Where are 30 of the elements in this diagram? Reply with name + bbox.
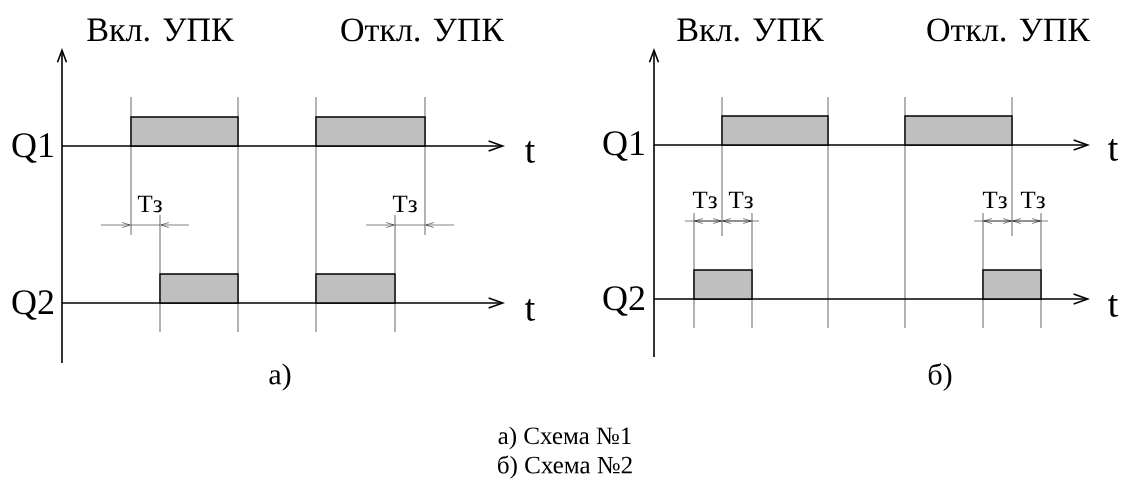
panel-label: б) [928,363,952,391]
pulse [904,115,1013,146]
pulse [721,115,829,146]
delay-label: Тз [982,191,1007,209]
caption-line: б) Схема №2 [498,455,632,479]
delay-label: Тз [728,191,753,209]
signal-label: Q1 [12,133,53,163]
signal-label: Q1 [603,131,644,161]
event-label: Вкл. УПК [87,18,234,42]
delay-label: Тз [692,191,717,209]
event-label: Откл. УПК [927,18,1091,42]
delay-label: Тз [392,195,417,213]
signal-label: Q2 [603,286,644,316]
panel-label: а) [269,363,291,391]
event-label: Вкл. УПК [677,18,824,42]
pulse [315,116,426,147]
axis-label: t [525,299,536,321]
pulse [982,269,1042,300]
axis-label: t [1108,139,1119,161]
pulse [130,116,239,147]
caption-line: а) Схема №1 [498,426,631,450]
axis-label: t [1108,295,1119,317]
pulse [159,273,239,304]
axis-label: t [525,141,536,163]
signal-label: Q2 [12,290,53,320]
delay-label: Тз [137,195,162,213]
pulse [693,269,753,300]
pulse [315,273,396,304]
event-label: Откл. УПК [341,18,505,42]
delay-label: Тз [1020,191,1045,209]
